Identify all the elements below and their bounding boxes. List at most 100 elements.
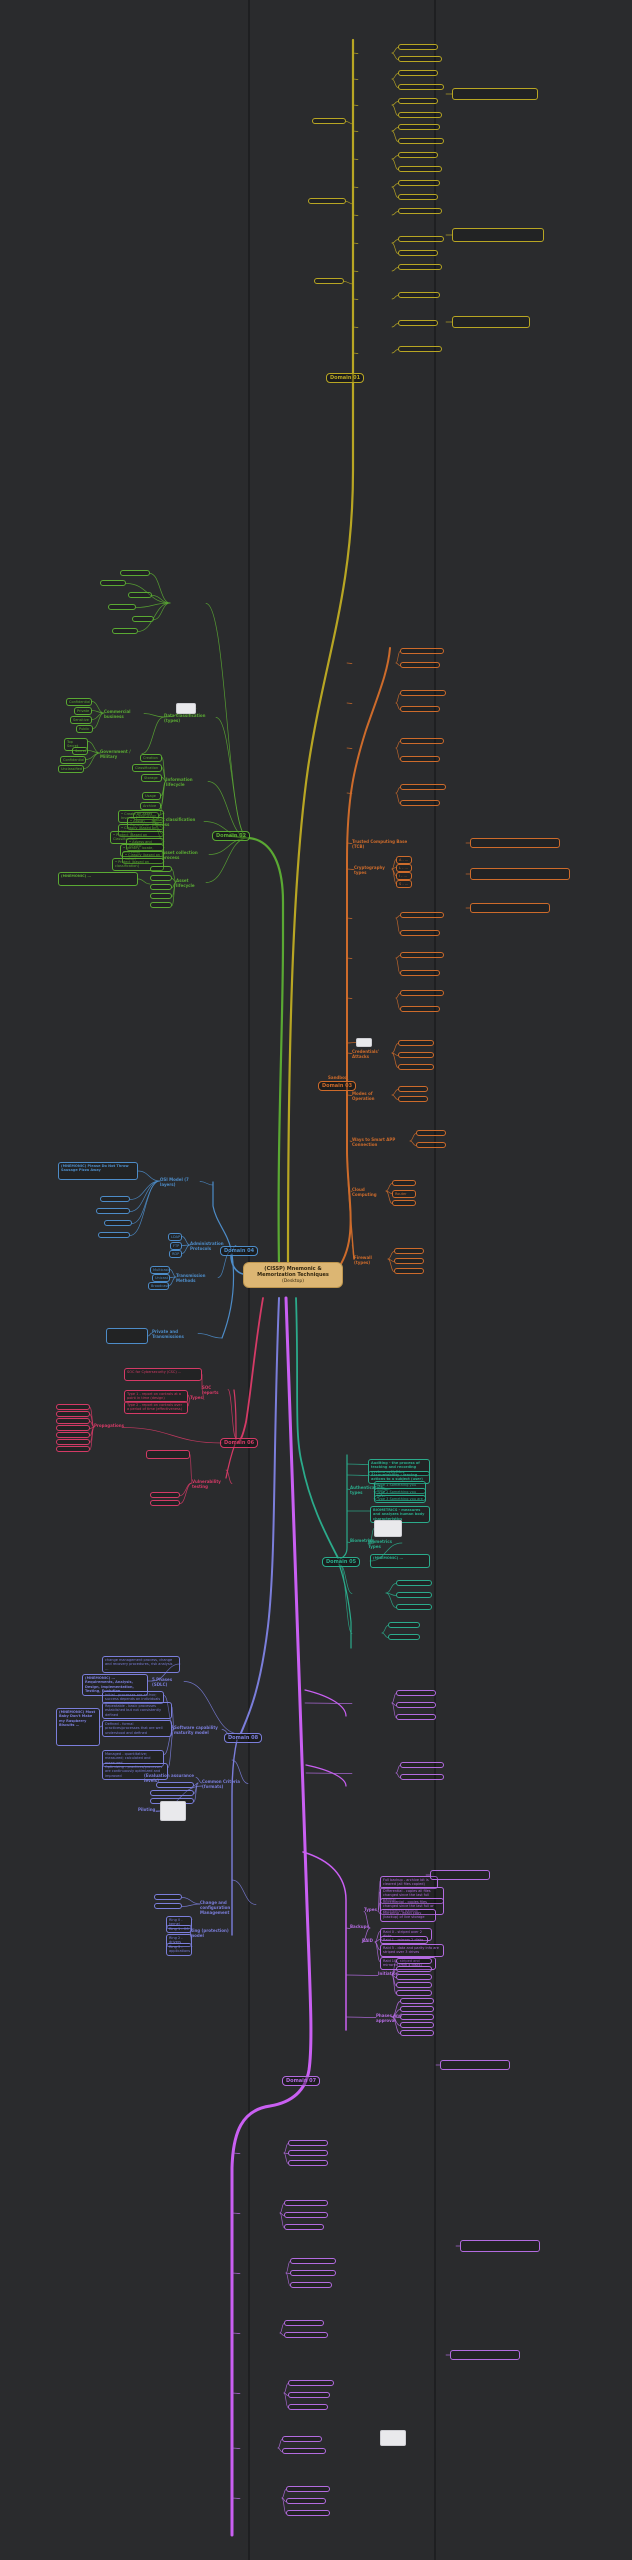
topic-box[interactable] [56, 1418, 90, 1424]
topic-box[interactable]: Type 1 - report on controls at a point i… [124, 1390, 188, 1403]
topic-box[interactable] [398, 112, 442, 118]
topic-box[interactable] [388, 1634, 420, 1640]
topic-box[interactable] [392, 1180, 416, 1186]
topic-label[interactable]: 5 Phases (SDLC) [152, 1677, 173, 1687]
topic-label[interactable]: Initiation [378, 1971, 399, 1976]
topic-box[interactable] [150, 866, 172, 872]
topic-label[interactable]: RAID [362, 1938, 373, 1943]
topic-box[interactable] [120, 570, 150, 576]
topic-box[interactable]: Confidential [66, 698, 92, 707]
topic-box[interactable] [400, 648, 444, 654]
topic-box[interactable] [150, 893, 172, 899]
image-placeholder[interactable] [160, 1801, 186, 1821]
topic-box[interactable]: Raid 5 - data and parity info are stripe… [380, 1944, 444, 1957]
topic-box[interactable] [396, 1966, 432, 1972]
topic-box[interactable] [396, 1592, 432, 1598]
topic-label[interactable]: Asset lifecycle [176, 878, 195, 888]
topic-box[interactable] [398, 264, 442, 270]
mnemonic-note-box[interactable]: (MNEMONIC) … [370, 1554, 430, 1568]
topic-box[interactable] [398, 166, 442, 172]
topic-label[interactable]: SOC reports [202, 1385, 219, 1395]
topic-box[interactable] [398, 1064, 434, 1070]
topic-box[interactable] [396, 1604, 432, 1610]
topic-label[interactable]: Commercial business [104, 709, 131, 719]
topic-box[interactable] [398, 124, 440, 130]
topic-box[interactable] [290, 2258, 336, 2264]
topic-box[interactable]: • Classify (Based on Value) [118, 824, 164, 837]
topic-box[interactable] [150, 902, 172, 908]
topic-box[interactable]: Destruction [133, 812, 159, 821]
topic-box[interactable] [150, 1500, 180, 1506]
topic-box[interactable] [290, 2282, 332, 2288]
topic-label[interactable]: Cryptography types [354, 865, 385, 875]
topic-box[interactable] [470, 903, 550, 913]
topic-box[interactable]: • Assign Ownership [127, 817, 164, 830]
topic-box[interactable] [396, 1990, 432, 1996]
topic-box[interactable] [400, 784, 446, 790]
domain-hub-label[interactable]: Domain 03 [318, 1081, 357, 1091]
topic-box[interactable] [416, 1130, 446, 1136]
topic-box[interactable]: Sensitive [70, 716, 92, 725]
topic-box[interactable] [308, 198, 346, 204]
topic-label[interactable]: Phases and approval [376, 2013, 402, 2023]
topic-box[interactable] [398, 346, 442, 352]
topic-label[interactable]: Credentials' Attacks [352, 1049, 380, 1059]
topic-box[interactable] [452, 228, 544, 242]
topic-box[interactable] [314, 278, 344, 284]
image-placeholder[interactable] [374, 1520, 402, 1537]
topic-box[interactable] [398, 1096, 428, 1102]
topic-box[interactable]: RDP [169, 1250, 182, 1259]
topic-label[interactable]: Vulnerability testing [192, 1479, 221, 1489]
topic-box[interactable] [470, 838, 560, 848]
topic-box[interactable] [400, 1762, 444, 1768]
topic-box[interactable] [282, 2436, 322, 2442]
topic-box[interactable] [290, 2270, 336, 2276]
domain-hub-label[interactable]: Domain 05 [322, 1557, 361, 1567]
topic-box[interactable]: • Protect (Based on Classification) [110, 831, 164, 844]
topic-box[interactable]: Raid 1 - mirrors 2 disks [380, 1936, 428, 1945]
topic-label[interactable]: Backups [350, 1924, 369, 1929]
topic-box[interactable] [398, 250, 438, 256]
topic-box[interactable] [398, 236, 444, 242]
topic-box[interactable] [106, 1328, 148, 1344]
topic-box[interactable] [400, 970, 440, 976]
topic-box[interactable] [396, 1982, 432, 1988]
mnemonic-note-box[interactable]: (MNEMONIC) … [58, 872, 138, 886]
topic-label[interactable]: Data classification (types) [164, 713, 206, 723]
topic-box[interactable]: S - … [396, 880, 412, 889]
topic-box[interactable]: Private [74, 707, 92, 716]
topic-box[interactable] [400, 2006, 434, 2012]
topic-box[interactable] [396, 1702, 436, 1708]
topic-box[interactable] [400, 800, 440, 806]
topic-box[interactable]: Managed - quantitative; measured; calcul… [102, 1750, 164, 1768]
topic-label[interactable]: (Evaluation assurance levels) [144, 1773, 194, 1783]
topic-label[interactable]: Piloting [138, 1807, 156, 1812]
domain-hub-label[interactable]: Domain 02 [212, 831, 251, 841]
topic-box[interactable] [400, 690, 446, 696]
topic-box[interactable] [288, 2404, 328, 2410]
topic-box[interactable] [398, 98, 438, 104]
topic-box[interactable] [398, 1086, 428, 1092]
topic-box[interactable]: Ring 3 - applications [166, 1943, 192, 1956]
topic-box[interactable] [100, 1196, 130, 1202]
topic-box[interactable] [440, 2060, 510, 2070]
topic-box[interactable]: Initial - processes are ad-hoc; success … [102, 1691, 164, 1704]
topic-box[interactable] [154, 1894, 182, 1900]
topic-box[interactable] [396, 1690, 436, 1696]
domain-hub-label[interactable]: Domain 06 [220, 1438, 259, 1448]
topic-label[interactable]: OSI Model (7 layers) [160, 1177, 189, 1187]
topic-box[interactable] [56, 1411, 90, 1417]
topic-label[interactable]: Types [364, 1907, 377, 1912]
topic-box[interactable]: Type 2 Something you have [374, 1488, 426, 1501]
topic-label[interactable]: Information lifecycle [166, 777, 193, 787]
topic-box[interactable] [416, 1142, 446, 1148]
topic-box[interactable] [104, 1220, 132, 1226]
topic-box[interactable] [450, 2350, 520, 2360]
topic-box[interactable]: Creation [140, 754, 162, 763]
topic-box[interactable] [150, 884, 172, 890]
topic-box[interactable] [396, 1958, 432, 1964]
topic-box[interactable]: Ring 1 - OS [166, 1925, 192, 1934]
topic-box[interactable] [394, 1268, 424, 1274]
topic-box[interactable]: Optimizing - practices/processes are con… [102, 1763, 168, 1781]
topic-box[interactable] [470, 868, 570, 880]
